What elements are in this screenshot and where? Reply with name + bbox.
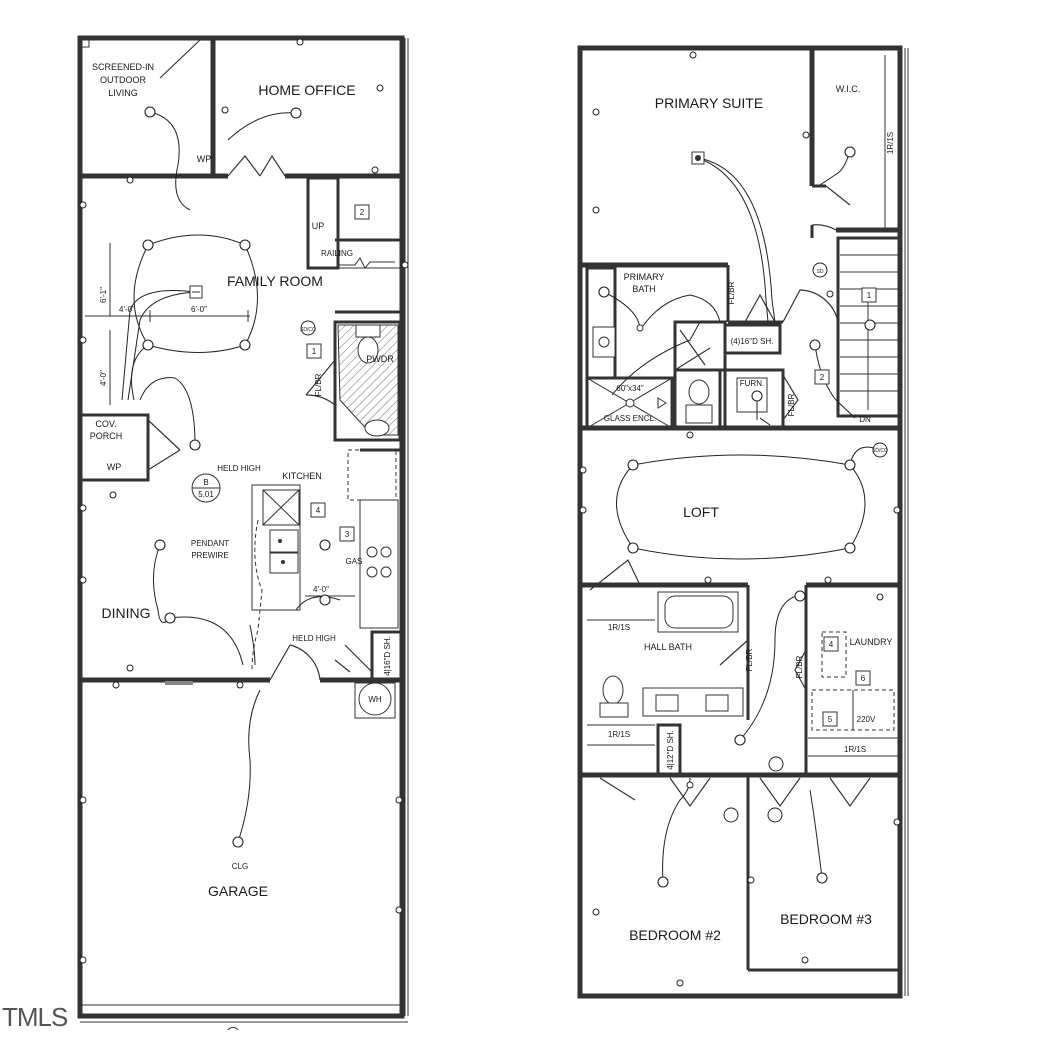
fl-br-b: FL/BR [787,393,796,416]
shelf-16-label: (4)16"D SH. [731,337,774,346]
tag2-5: 5 [828,715,833,724]
ref-b: B [203,478,208,487]
screened-label-1: SCREENED-IN [92,62,154,72]
tag-3: 3 [345,530,350,539]
r-s-hall: 1R/1S [608,623,630,632]
tag2-1: 1 [867,291,872,300]
dim-6-1: 6'-1" [99,287,108,303]
held-high-top: HELD HIGH [217,464,261,473]
shelf-label: 4|16"D SH. [383,636,392,676]
first-floor-plan: SCREENED-IN OUTDOOR LIVING HOME OFFICE F… [77,35,409,1031]
dim-6-0: 6'-0" [191,305,207,314]
smoke-label: SD/CO [300,327,316,333]
pendant-label-1: PENDANT [191,539,229,548]
first-floor-outline [77,35,405,1019]
fl-br-a: FL/BR [727,281,736,304]
primary-bath-label-1: PRIMARY [624,272,665,282]
cov-porch-label-2: PORCH [90,431,123,441]
screened-label-3: LIVING [108,88,138,98]
v220-label: 220V [857,715,876,724]
bedroom2-label: BEDROOM #2 [629,927,721,943]
hall-bath-label: HALL BATH [644,642,692,652]
r-s-top: 1R/1S [886,132,895,154]
tag2-4: 4 [829,640,834,649]
tag2-6: 6 [861,674,866,683]
fl-br-label: FL/BR [314,373,323,396]
r-s-laundry: 1R/1S [844,745,866,754]
second-floor-plan: PRIMARY SUITE W.I.C. PRIMARY BATH LOFT H… [577,45,909,999]
garage-label: GARAGE [208,883,268,899]
glass-encl-label: GLASS ENCL. [604,414,656,423]
home-office-label: HOME OFFICE [258,82,355,98]
first-floor-outlets [79,38,409,964]
tag-1: 1 [312,347,317,356]
r-s-bath: 1R/1S [608,730,630,739]
sdco-label: SD/CO [872,448,888,454]
tag-4: 4 [316,506,321,515]
dim-4-0-a: 4'-0" [119,305,135,314]
up-label: UP [312,221,325,231]
fl-br-d: FL/BR [795,655,804,678]
dn-label: DN [859,415,871,424]
fl-br-c: FL/BR [745,648,754,671]
wh-label: WH [368,695,382,704]
family-room-label: FAMILY ROOM [227,273,323,289]
pwdr-label: PWDR [366,354,394,364]
gas-label: GAS [346,557,363,566]
wp-label-top: WP [197,154,212,164]
kitchen-label: KITCHEN [282,471,322,481]
laundry-label: LAUNDRY [850,637,893,647]
wic-label: W.I.C. [836,84,861,94]
second-floor-outlets [579,51,901,987]
cov-porch-label-1: COV. [95,419,116,429]
pendant-label-2: PREWIRE [191,551,228,560]
ref-501: 5.01 [198,490,214,499]
second-floor-outline [577,45,903,999]
watermark-logo: TMLS [2,1002,68,1032]
tag2-2: 2 [820,373,825,382]
shower-label: 60"x34" [616,384,644,393]
held-high-bottom: HELD HIGH [292,634,336,643]
tag-2: 2 [360,208,365,217]
stair-treads [840,254,898,410]
wp-label-porch: WP [107,462,122,472]
shelf-12-label: 4|12"D SH. [666,730,675,770]
railing-label: RAILING [321,249,353,258]
dining-label: DINING [102,605,151,621]
primary-suite-label: PRIMARY SUITE [655,95,763,111]
primary-bath-label-2: BATH [632,284,655,294]
clg-label: CLG [232,862,248,871]
loft-label: LOFT [683,504,719,520]
bedroom3-label: BEDROOM #3 [780,911,872,927]
dim-4-0-b: 4'-0" [99,370,108,386]
screened-label-2: OUTDOOR [100,75,146,85]
sd-label: SD [817,269,824,275]
dim-4-0-c: 4'-0" [313,585,329,594]
furn-label: FURN. [740,379,764,388]
